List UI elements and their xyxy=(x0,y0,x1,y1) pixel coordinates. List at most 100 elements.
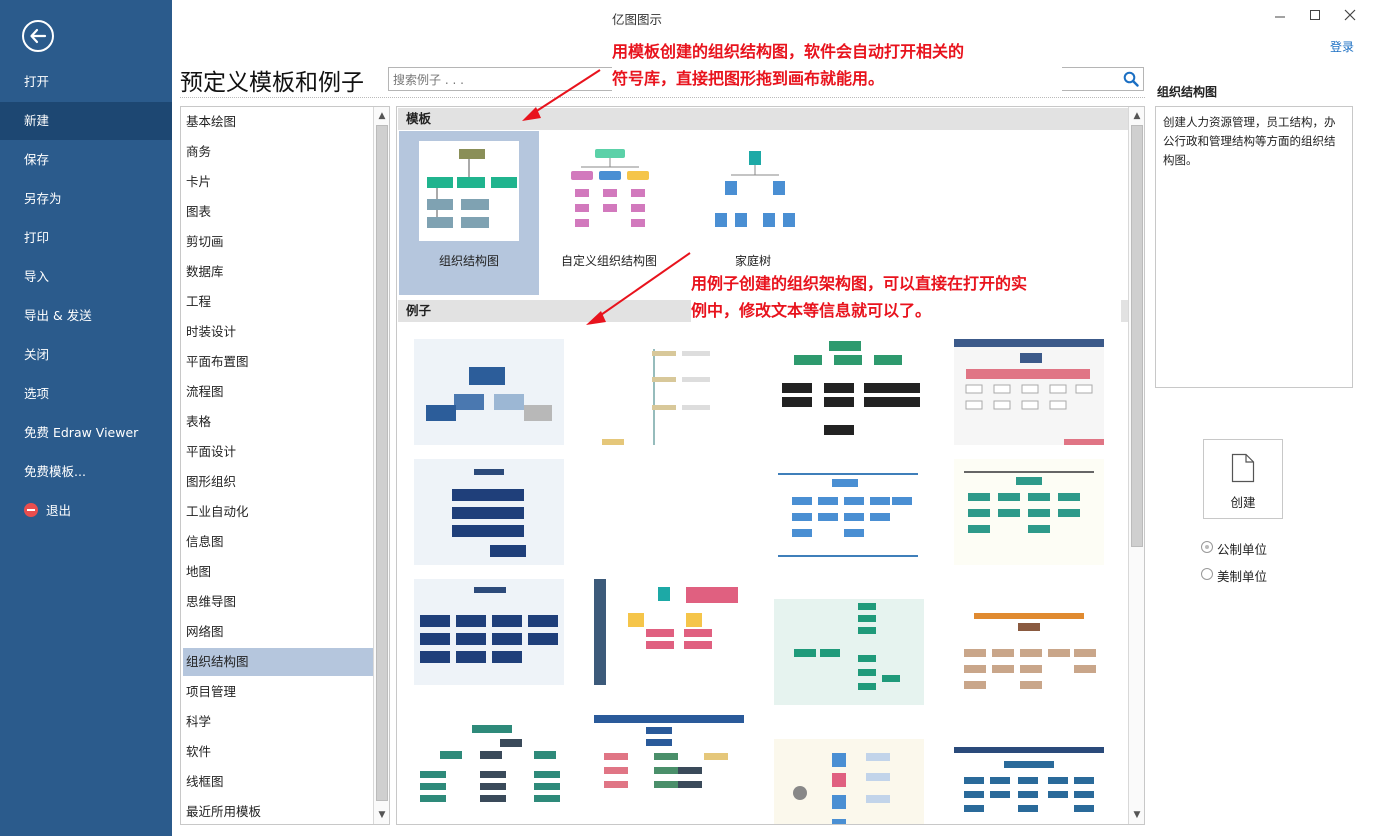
example-thumbnail[interactable] xyxy=(954,339,1104,445)
category-item[interactable]: 地图 xyxy=(186,564,212,579)
example-thumbnail[interactable] xyxy=(414,719,564,824)
minimize-button[interactable] xyxy=(1268,6,1292,26)
close-icon xyxy=(1344,9,1356,21)
category-item[interactable]: 卡片 xyxy=(186,174,212,189)
category-item[interactable]: 平面设计 xyxy=(186,444,237,459)
example-thumbnail[interactable] xyxy=(954,609,1104,715)
metric-units-radio[interactable] xyxy=(1201,541,1213,553)
nav-open[interactable]: 打开 xyxy=(24,74,50,89)
page-title: 预定义模板和例子 xyxy=(180,70,364,96)
back-button[interactable] xyxy=(22,20,54,52)
category-item[interactable]: 工业自动化 xyxy=(186,504,249,519)
maximize-icon xyxy=(1310,10,1320,20)
example-thumbnail[interactable] xyxy=(414,579,564,685)
maximize-button[interactable] xyxy=(1303,6,1327,26)
backstage-nav: 打开 新建 保存 另存为 打印 导入 导出 & 发送 关闭 选项 免费 Edra… xyxy=(0,0,172,836)
nav-close[interactable]: 关闭 xyxy=(24,347,50,362)
org-chart-thumbnail xyxy=(419,141,519,241)
example-preview xyxy=(793,753,890,824)
category-item[interactable]: 剪切画 xyxy=(186,234,224,249)
example-preview xyxy=(964,471,1094,533)
example-preview xyxy=(594,579,738,685)
example-thumbnail[interactable] xyxy=(414,339,564,445)
category-item[interactable]: 思维导图 xyxy=(186,594,237,609)
template-label: 自定义组织结构图 xyxy=(560,254,657,268)
example-thumbnail[interactable] xyxy=(414,459,564,565)
nav-new[interactable]: 新建 xyxy=(0,102,172,140)
example-thumbnail[interactable] xyxy=(594,715,744,821)
category-item[interactable]: 工程 xyxy=(186,294,212,309)
category-item[interactable]: 表格 xyxy=(186,414,212,429)
example-thumbnail[interactable] xyxy=(774,459,924,565)
category-item[interactable]: 项目管理 xyxy=(186,684,237,699)
category-item[interactable]: 线框图 xyxy=(186,774,224,789)
separator xyxy=(180,97,1145,98)
nav-exit[interactable]: 退出 xyxy=(0,492,172,530)
annotation-line: 例中，修改文本等信息就可以了。 xyxy=(691,301,932,320)
template-description: 创建人力资源管理，员工结构，办公行政和管理结构等方面的组织结构图。 xyxy=(1155,106,1353,388)
category-item[interactable]: 软件 xyxy=(186,744,212,759)
nav-export-send[interactable]: 导出 & 发送 xyxy=(24,308,92,323)
category-item[interactable]: 基本绘图 xyxy=(186,114,237,129)
nav-print[interactable]: 打印 xyxy=(24,230,50,245)
scroll-thumb[interactable] xyxy=(1131,125,1143,547)
category-item[interactable]: 时装设计 xyxy=(186,324,237,339)
example-preview xyxy=(414,579,564,685)
template-org-chart[interactable]: 组织结构图 xyxy=(399,131,539,295)
category-item-selected[interactable]: 组织结构图 xyxy=(183,648,373,676)
example-thumbnail[interactable] xyxy=(774,339,924,445)
template-label: 组织结构图 xyxy=(438,254,499,268)
example-thumbnail[interactable] xyxy=(774,599,924,705)
nav-exit-label: 退出 xyxy=(46,503,72,518)
annotation-line: 符号库，直接把图形拖到画布就能用。 xyxy=(612,69,885,88)
category-scrollbar[interactable]: ▲ ▼ xyxy=(373,107,389,824)
nav-import[interactable]: 导入 xyxy=(24,269,50,284)
scroll-thumb[interactable] xyxy=(376,125,388,801)
example-thumbnail[interactable] xyxy=(594,579,744,685)
category-item[interactable]: 网络图 xyxy=(186,624,224,639)
nav-save-as[interactable]: 另存为 xyxy=(24,191,62,206)
example-thumbnail[interactable] xyxy=(594,339,744,445)
category-item[interactable]: 科学 xyxy=(186,714,212,729)
exit-icon xyxy=(24,503,38,517)
us-units-label: 美制单位 xyxy=(1217,569,1268,584)
family-tree-thumbnail xyxy=(715,151,795,227)
template-custom-org-chart[interactable]: 自定义组织结构图 xyxy=(539,131,679,295)
example-thumbnail[interactable] xyxy=(954,747,1104,824)
gallery-scrollbar[interactable]: ▲ ▼ xyxy=(1128,107,1144,824)
category-item[interactable]: 数据库 xyxy=(186,264,224,279)
example-preview xyxy=(782,341,920,435)
category-item[interactable]: 商务 xyxy=(186,144,212,159)
gallery: 模板 组织结构图 xyxy=(396,106,1145,825)
template-label: 家庭树 xyxy=(734,254,771,268)
category-item[interactable]: 图形组织 xyxy=(186,474,237,489)
category-item[interactable]: 最近所用模板 xyxy=(186,804,262,819)
us-units-radio[interactable] xyxy=(1201,568,1213,580)
scroll-up-icon[interactable]: ▲ xyxy=(1133,111,1141,121)
example-annotation: 用例子创建的组织架构图，可以直接在打开的实 例中，修改文本等信息就可以了。 xyxy=(691,270,1121,324)
search-icon[interactable] xyxy=(1123,71,1139,87)
custom-org-chart-thumbnail xyxy=(571,149,649,227)
scroll-up-icon[interactable]: ▲ xyxy=(378,111,386,121)
example-thumbnail[interactable] xyxy=(954,459,1104,565)
nav-save[interactable]: 保存 xyxy=(24,152,50,167)
template-family-tree[interactable]: 家庭树 xyxy=(683,131,823,295)
category-item[interactable]: 图表 xyxy=(186,204,212,219)
close-button[interactable] xyxy=(1338,6,1362,26)
login-link[interactable]: 登录 xyxy=(1330,40,1355,54)
nav-free-templates[interactable]: 免费模板... xyxy=(24,464,86,479)
create-button[interactable]: 创建 xyxy=(1203,439,1283,519)
nav-free-viewer[interactable]: 免费 Edraw Viewer xyxy=(24,425,139,440)
example-preview xyxy=(778,473,918,557)
example-preview xyxy=(602,349,710,445)
category-item[interactable]: 信息图 xyxy=(186,534,224,549)
nav-options[interactable]: 选项 xyxy=(24,386,50,401)
example-preview xyxy=(414,339,564,445)
annotation-line: 用模板创建的组织结构图，软件会自动打开相关的 xyxy=(612,42,965,61)
scroll-down-icon[interactable]: ▼ xyxy=(1133,810,1141,820)
scroll-down-icon[interactable]: ▼ xyxy=(378,810,386,820)
example-thumbnail[interactable] xyxy=(774,739,924,824)
example-preview xyxy=(414,459,564,565)
category-item[interactable]: 平面布置图 xyxy=(186,354,249,369)
category-item[interactable]: 流程图 xyxy=(186,384,224,399)
